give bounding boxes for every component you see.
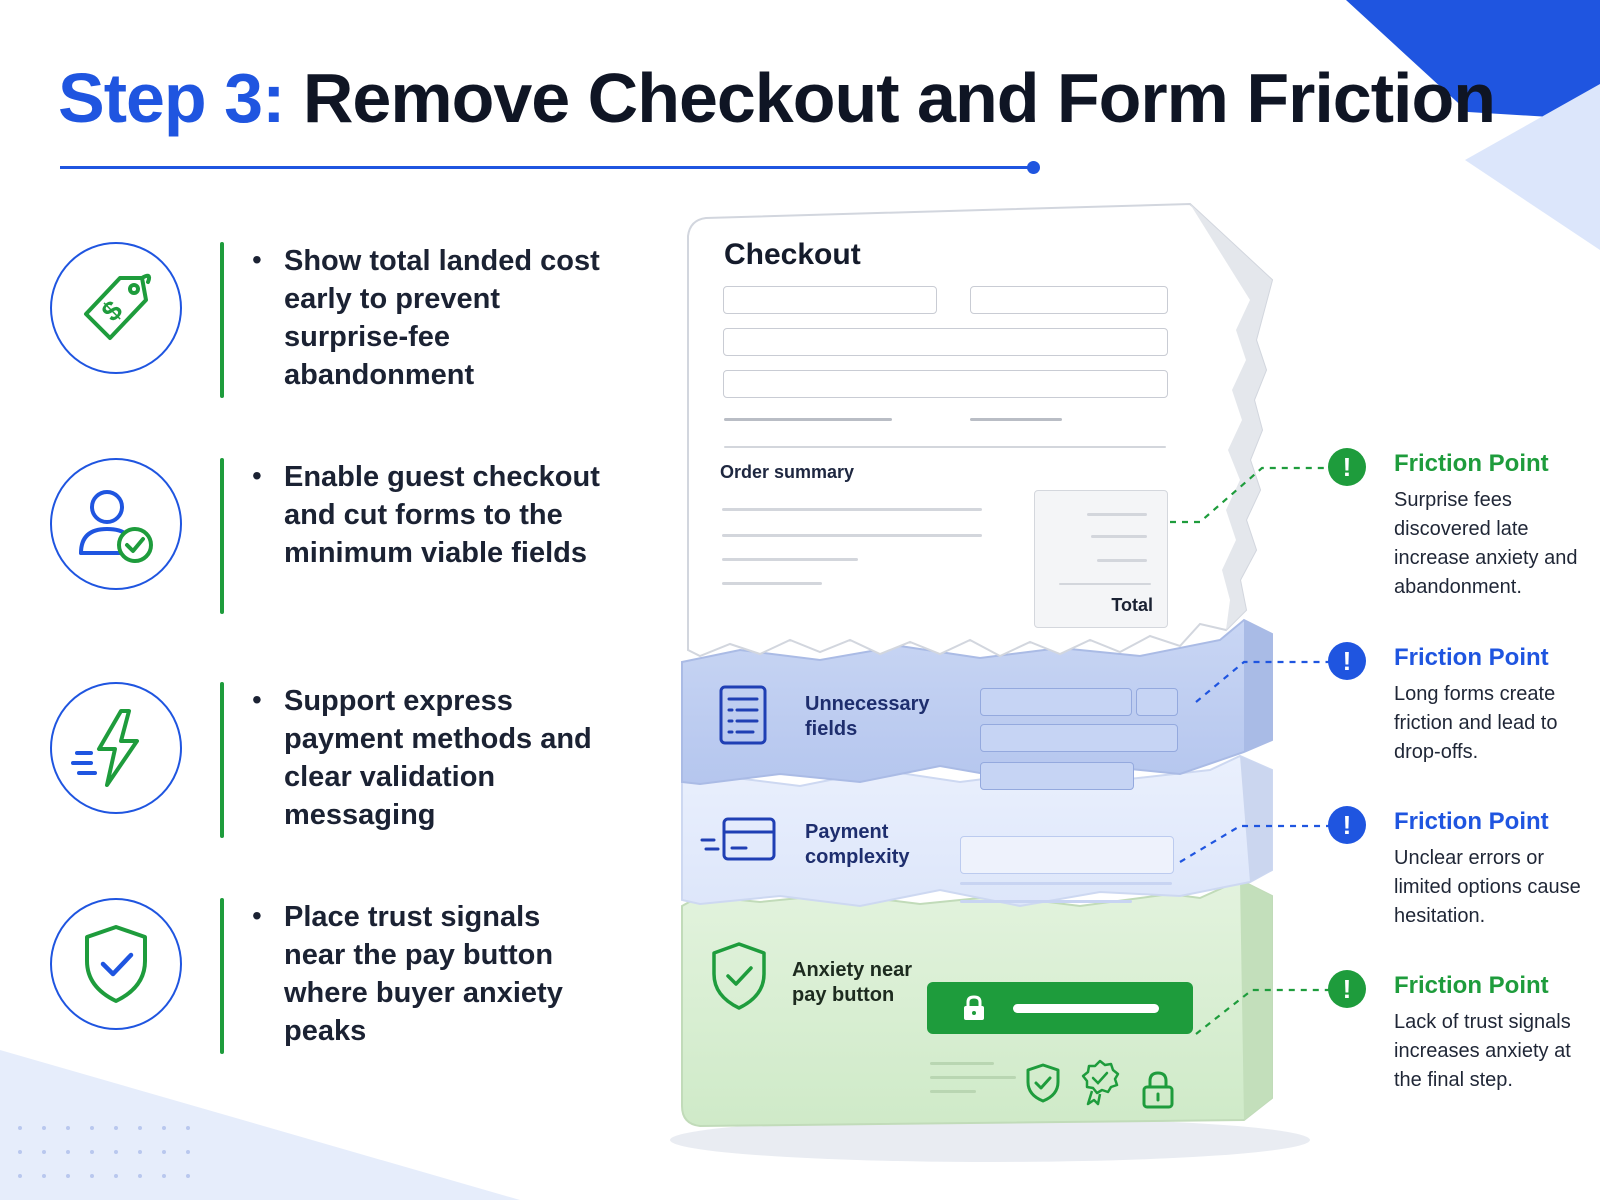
extra-field[interactable]: [980, 688, 1132, 716]
layer-label-payment-complexity: Payment complexity: [805, 821, 910, 868]
tip-item-express-payment: • Support express payment methods and cl…: [50, 682, 610, 842]
friction-point-title: Friction Point: [1394, 450, 1549, 477]
summary-line: [722, 582, 822, 585]
user-check-icon: [79, 490, 153, 563]
extra-field[interactable]: [980, 724, 1178, 752]
section-divider: [724, 446, 1166, 448]
checkout-page: Checkout Order summary Total: [688, 218, 1248, 638]
friction-point-description: Lack of trust signals increases anxiety …: [1394, 1011, 1571, 1091]
tip-accent-bar: [220, 682, 224, 838]
form-list-icon: [719, 685, 767, 745]
dot-grid-decoration: [18, 1126, 190, 1178]
tip-text: Show total landed cost early to prevent …: [284, 245, 600, 391]
friction-point-title: Friction Point: [1394, 644, 1549, 671]
placeholder-line: [970, 418, 1062, 421]
layer-label-unnecessary-fields: Unnecessary fields: [805, 693, 930, 740]
price-tag-icon: $: [84, 273, 152, 340]
total-line: [1087, 513, 1147, 516]
summary-line: [722, 534, 982, 537]
security-shield-icon: [1026, 1063, 1060, 1103]
placeholder-line: [724, 418, 892, 421]
title-underline-dot: [1027, 161, 1040, 174]
friction-point-title: Friction Point: [1394, 808, 1549, 835]
total-box: Total: [1034, 490, 1168, 628]
alert-icon: !: [1328, 642, 1366, 680]
summary-line: [722, 508, 982, 511]
city-field[interactable]: [723, 370, 1168, 398]
tip-bullet: •: [252, 244, 262, 275]
layer-label-anxiety: Anxiety near pay button: [792, 959, 913, 1006]
total-line: [1091, 535, 1147, 538]
tip-bullet: •: [252, 460, 262, 491]
friction-point-title: Friction Point: [1394, 972, 1549, 999]
friction-point-description: Surprise fees discovered late increase a…: [1394, 489, 1578, 598]
tip-accent-bar: [220, 242, 224, 398]
pay-button[interactable]: [927, 982, 1193, 1034]
alert-icon: !: [1328, 806, 1366, 844]
tip-text: Enable guest checkout and cut forms to t…: [284, 461, 600, 569]
tip-item-guest-checkout: • Enable guest checkout and cut forms to…: [50, 458, 610, 618]
trust-line: [930, 1076, 1016, 1079]
order-summary-label: Order summary: [720, 462, 855, 482]
total-divider: [1059, 583, 1151, 585]
page-title: Step 3: Remove Checkout and Form Frictio…: [58, 58, 1496, 138]
padlock-icon: [1142, 1071, 1174, 1109]
lightning-icon: [71, 709, 139, 787]
tip-accent-bar: [220, 898, 224, 1054]
lock-icon: [964, 995, 984, 1020]
tip-bullet: •: [252, 684, 262, 715]
tip-item-landed-cost: $ • Show total landed cost early to prev…: [50, 242, 610, 402]
credit-card-icon: [700, 817, 776, 861]
payment-field[interactable]: [960, 836, 1174, 874]
tip-bullet: •: [252, 900, 262, 931]
trust-line: [930, 1090, 976, 1093]
total-line: [1097, 559, 1147, 562]
payment-line: [960, 900, 1132, 903]
extra-field[interactable]: [980, 762, 1134, 790]
pay-button-label-bar: [1013, 1004, 1159, 1013]
payment-line: [960, 882, 1172, 885]
total-label: Total: [1111, 595, 1153, 615]
alert-icon: !: [1328, 970, 1366, 1008]
tip-text: Place trust signals near the pay button …: [284, 901, 563, 1047]
first-name-field[interactable]: [723, 286, 937, 314]
last-name-field[interactable]: [970, 286, 1168, 314]
friction-point-description: Long forms create friction and lead to d…: [1394, 683, 1558, 763]
tip-text: Support express payment methods and clea…: [284, 685, 592, 831]
title-text: Remove Checkout and Form Friction: [302, 59, 1496, 137]
trust-line: [930, 1062, 994, 1065]
extra-field-small[interactable]: [1136, 688, 1178, 716]
tip-item-trust-signals: • Place trust signals near the pay butto…: [50, 898, 610, 1058]
step-label: Step 3:: [58, 59, 285, 137]
address-field[interactable]: [723, 328, 1168, 356]
summary-line: [722, 558, 858, 561]
shield-check-icon: [85, 925, 147, 1003]
checkout-title: Checkout: [724, 238, 861, 271]
tip-accent-bar: [220, 458, 224, 614]
alert-icon: !: [1328, 448, 1366, 486]
award-badge-icon: [1081, 1059, 1120, 1106]
title-underline: [60, 166, 1035, 169]
friction-point-description: Unclear errors or limited options cause …: [1394, 847, 1581, 927]
shield-check-icon: [712, 942, 766, 1010]
